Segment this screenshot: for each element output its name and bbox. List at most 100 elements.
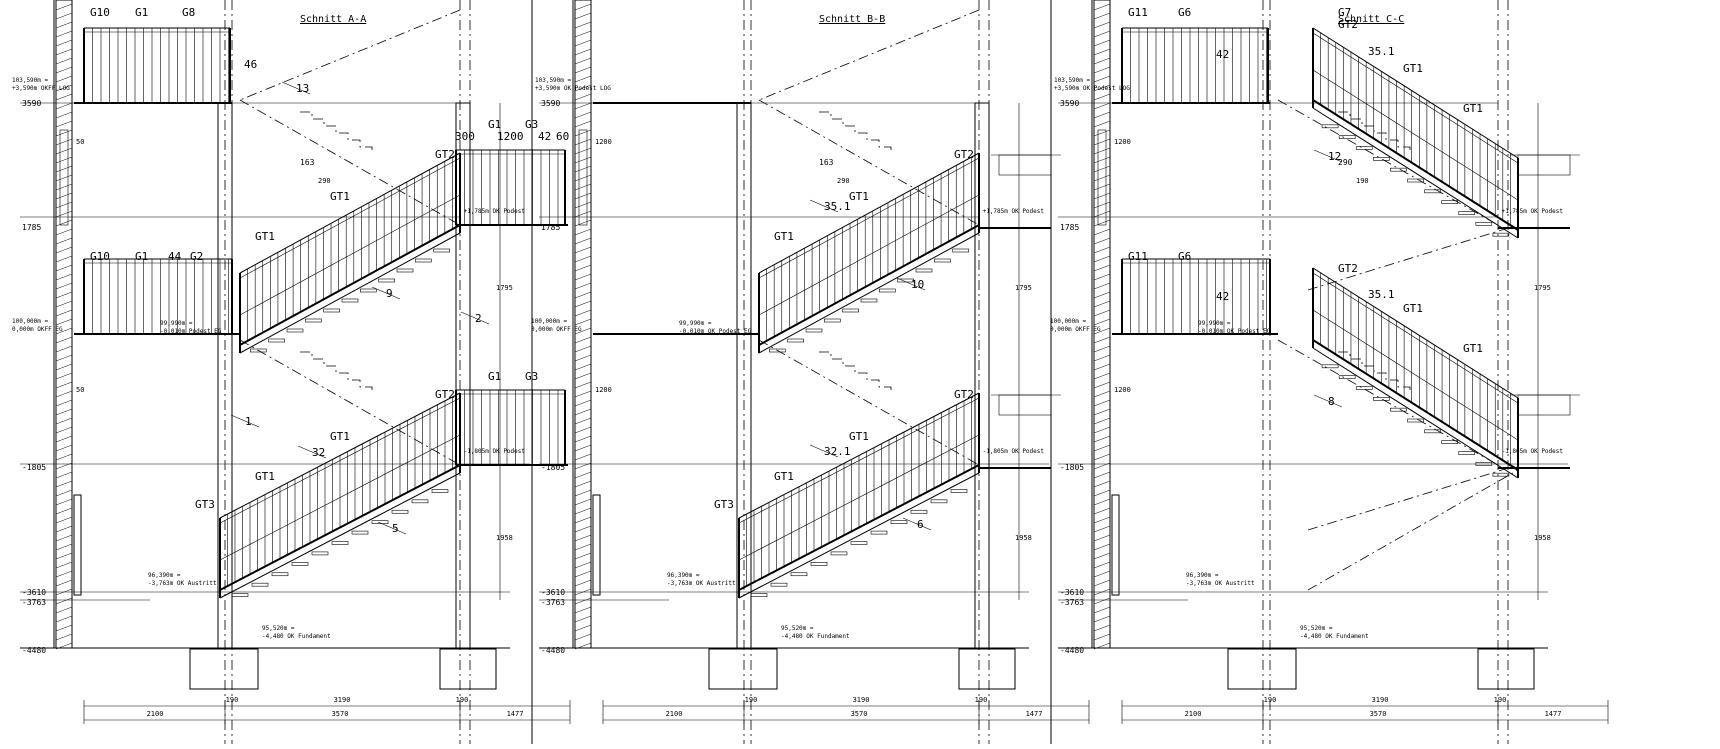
wall-hatch: [55, 642, 73, 650]
wall-hatch: [574, 201, 592, 209]
wall-hatch: [55, 345, 73, 353]
pointer-leader: [1313, 149, 1343, 163]
wall-hatch: [574, 345, 592, 353]
flight-label: GT2: [954, 148, 974, 161]
wall-hatch: [55, 543, 73, 551]
elevation-note: +3,590m OKFF LOG: [12, 85, 70, 92]
wall-hatch: [55, 507, 73, 515]
flight-label: 35.1: [1368, 288, 1395, 301]
lower-flight: [1312, 267, 1519, 479]
wall-hatch: [55, 264, 73, 272]
wall-hatch: [574, 57, 592, 65]
pointer-leader: [896, 277, 926, 291]
tread-mark: [1475, 462, 1493, 466]
small-dim: 163: [300, 158, 315, 167]
wall-hatch: [1093, 390, 1111, 398]
panel-b: Schnitt B-B35901785-1805-3610-3763-44801…: [531, 0, 1090, 744]
handrail-2: [1312, 272, 1519, 404]
tread-mark: [323, 308, 340, 313]
tread-mark: [850, 541, 868, 545]
rail-callout: G11: [1128, 250, 1148, 263]
wall-hatch: [574, 39, 592, 47]
wall-hatch: [1093, 201, 1111, 209]
elevation-note: 100,000m =: [1050, 318, 1087, 325]
wall-hatch: [55, 615, 73, 623]
wall-hatch: [55, 363, 73, 371]
rail-callout: 44: [168, 250, 182, 263]
step-sketch: [1338, 111, 1411, 154]
small-dim: 50: [76, 386, 84, 394]
wall-hatch: [574, 291, 592, 299]
wall-hatch: [55, 588, 73, 596]
ghost-flight: [758, 99, 980, 226]
wall-hatch: [1093, 435, 1111, 443]
landing-dim-label: 1200: [497, 130, 524, 143]
ghost-flight: [758, 339, 980, 466]
wall-hatch: [55, 354, 73, 362]
bottom-dim: 2100: [666, 710, 683, 718]
tread-mark: [810, 562, 828, 566]
wall-hatch: [1093, 552, 1111, 560]
tread-mark: [1321, 364, 1339, 369]
wall-hatch: [1093, 12, 1111, 20]
tread-mark: [291, 562, 309, 566]
elevation-note: 100,000m =: [531, 318, 568, 325]
elevation-label: 1785: [1060, 223, 1079, 232]
tread-mark: [1355, 386, 1373, 390]
wall-hatch: [55, 435, 73, 443]
top-landing-railing: [83, 27, 231, 104]
tread-mark: [378, 278, 395, 283]
tread-mark: [250, 348, 267, 353]
wall-hatch: [574, 624, 592, 632]
wall-hatch: [574, 426, 592, 434]
bottom-dim-2: 190: [1494, 696, 1507, 704]
elevation-note: 103,590m =: [12, 77, 49, 84]
handrail: [758, 152, 980, 274]
wall-hatch: [1093, 624, 1111, 632]
wall-hatch: [574, 399, 592, 407]
pointer-number: 35.1: [824, 200, 851, 213]
tread-mark: [371, 520, 389, 524]
pointer-number: 46: [244, 58, 257, 71]
wall-strip: [73, 494, 82, 596]
bottom-dim-2: 190: [456, 696, 469, 704]
wall-hatch: [574, 354, 592, 362]
wall-hatch: [55, 48, 73, 56]
wall-hatch: [55, 453, 73, 461]
tread-mark: [305, 318, 322, 323]
wall-hatch: [574, 408, 592, 416]
wall-hatch: [55, 471, 73, 479]
rail-callout: G1: [135, 6, 148, 19]
ghost-flight: [239, 339, 461, 466]
wall-hatch: [55, 3, 73, 11]
wall-hatch: [574, 498, 592, 506]
wall-hatch: [1093, 444, 1111, 452]
tread-mark: [1407, 178, 1424, 183]
foundation: [1227, 648, 1297, 690]
wall-hatch: [55, 282, 73, 290]
wall-hatch: [55, 57, 73, 65]
wall-hatch: [1093, 606, 1111, 614]
wall-hatch: [55, 534, 73, 542]
wall-hatch: [1093, 57, 1111, 65]
side-dim: 1795: [1015, 284, 1032, 292]
tread-mark: [1321, 124, 1339, 129]
mid-value-note: 99,990m =: [160, 320, 193, 327]
landing-dim-label: 42: [538, 130, 551, 143]
wall-hatch: [1093, 534, 1111, 542]
tread-mark: [411, 499, 429, 504]
step-sketch: [300, 111, 373, 154]
wall-strip: [1111, 494, 1120, 596]
tread-mark: [1390, 407, 1407, 412]
wall-hatch: [55, 300, 73, 308]
elevation-note: +3,590m OK Podest LOG: [535, 85, 611, 92]
wall-hatch: [574, 120, 592, 128]
wall-hatch: [1093, 354, 1111, 362]
wall-hatch: [55, 201, 73, 209]
pointer-leader: [230, 414, 260, 428]
wall-hatch: [574, 417, 592, 425]
wall-hatch: [1093, 579, 1111, 587]
wall-hatch: [1093, 327, 1111, 335]
mid-rail: [758, 194, 980, 316]
wall-hatch: [574, 327, 592, 335]
